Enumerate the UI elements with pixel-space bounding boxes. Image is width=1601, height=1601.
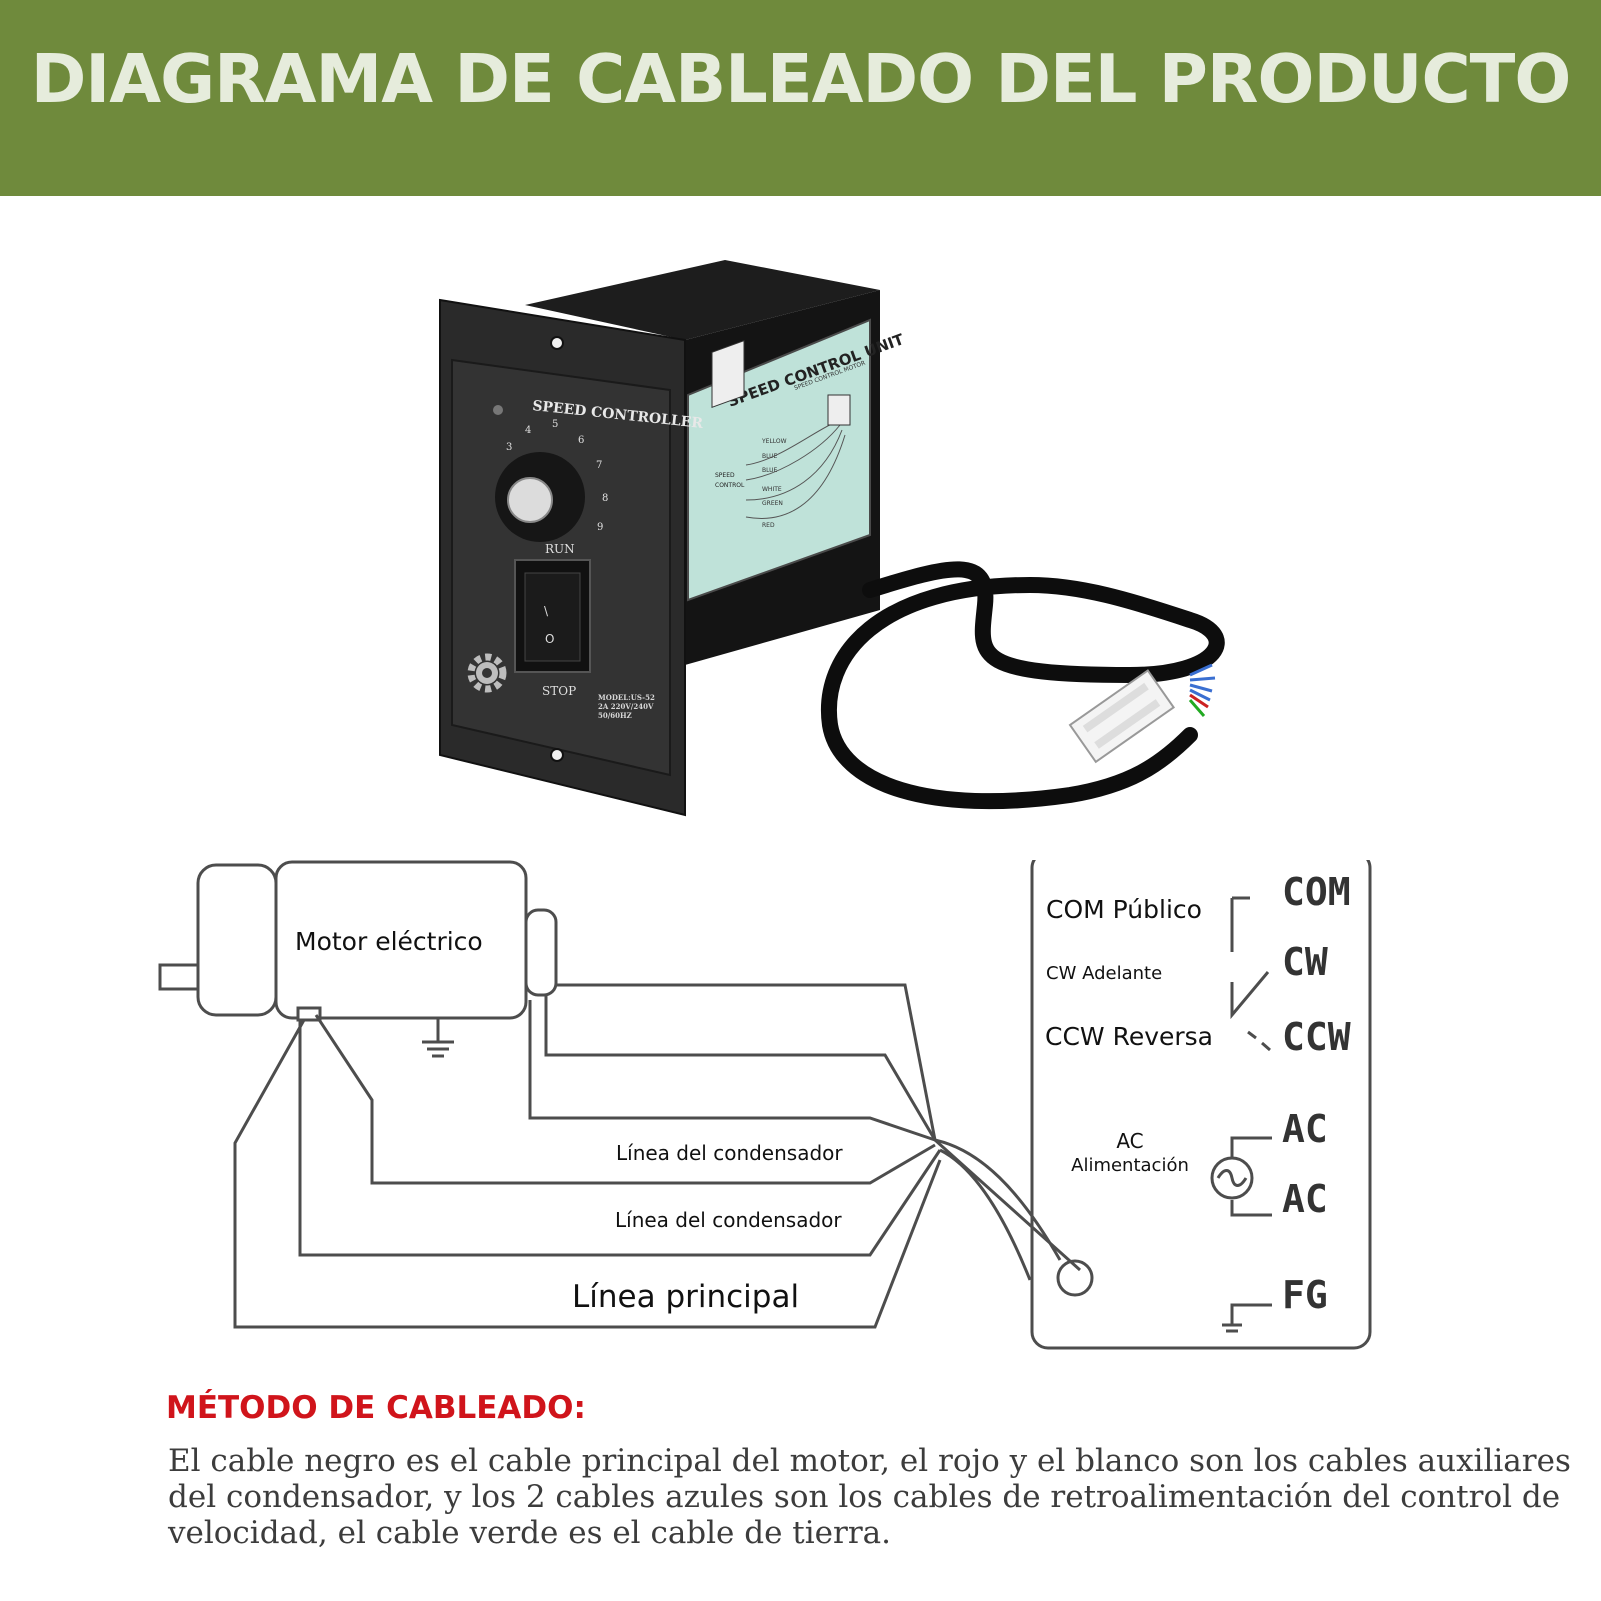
- method-description: El cable negro es el cable principal del…: [168, 1443, 1571, 1551]
- run-label: RUN: [545, 542, 575, 556]
- header-banner: DIAGRAMA DE CABLEADO DEL PRODUCTO: [0, 0, 1601, 196]
- motor-terminal-block: [296, 1006, 322, 1022]
- wire-line: [233, 1019, 942, 1329]
- speed-controller-photo: SPEED CONTROL UNIT SPEED CONTROL MOTOR S…: [439, 260, 1225, 817]
- page-title: DIAGRAMA DE CABLEADO DEL PRODUCTO: [30, 40, 1572, 118]
- motor-shaft: [158, 963, 200, 991]
- wire-bundle: [939, 1148, 1032, 1281]
- wire-green: [1188, 699, 1206, 717]
- dial-number: 5: [552, 419, 558, 430]
- motor-rear-cap: [524, 908, 558, 997]
- gear-icon: [467, 653, 507, 693]
- wire-bundle: [934, 1138, 1062, 1261]
- side-wire-lines: [745, 419, 846, 519]
- terminal-ac: AC: [1282, 1177, 1328, 1221]
- dial-number: 7: [596, 460, 602, 471]
- dial-number: 8: [602, 493, 608, 504]
- terminal-cw: CW: [1282, 940, 1328, 984]
- model-line: 2A 220V/240V: [598, 702, 654, 711]
- com-label: COM Público: [1046, 895, 1202, 924]
- model-line: MODEL:US-52: [598, 693, 655, 702]
- model-line: 50/60HZ: [598, 711, 632, 720]
- side-wire-label: GREEN: [762, 500, 783, 507]
- wire-red: [1189, 693, 1209, 709]
- switch-contact: [1247, 1030, 1271, 1052]
- terminal-panel: [1030, 860, 1372, 1350]
- ac-source-wave: [1216, 1169, 1248, 1187]
- cw-label: CW Adelante: [1046, 963, 1162, 984]
- speed-dial-knob[interactable]: [507, 477, 553, 523]
- power-switch[interactable]: [524, 572, 581, 662]
- controller-cable: [820, 561, 1225, 810]
- power-label: Alimentación: [1071, 1155, 1189, 1176]
- side-box-label-2: CONTROL: [715, 482, 745, 489]
- side-wire-labels: YELLOW BLUE BLUE WHITE GREEN RED: [761, 438, 787, 529]
- side-box-label-1: SPEED: [715, 472, 735, 479]
- side-box: [711, 340, 745, 409]
- side-wire-label: BLUE: [762, 467, 778, 474]
- switch-on-mark: \: [544, 604, 549, 618]
- switch-off-mark: O: [545, 632, 554, 646]
- dial-number: 4: [525, 425, 531, 436]
- mount-hole-bottom: [550, 748, 564, 762]
- wire-ends: [1189, 663, 1216, 702]
- indicator-led: [493, 405, 503, 415]
- dial-number: 6: [578, 435, 584, 446]
- dial-number: 9: [597, 522, 603, 533]
- motor-end-cap: [196, 863, 278, 1017]
- wire-line: [298, 1020, 942, 1257]
- terminal-ac: AC: [1282, 1107, 1328, 1151]
- wire-line: [544, 995, 937, 1141]
- method-heading: MÉTODO DE CABLEADO:: [166, 1390, 586, 1426]
- terminal-com: COM: [1282, 870, 1351, 914]
- dial-numbers: 3 4 5 6 7 8 9: [506, 419, 608, 533]
- ac-label: AC: [1116, 1129, 1143, 1153]
- motor-label: Motor eléctrico: [295, 927, 483, 956]
- main-line-label: Línea principal: [572, 1279, 799, 1315]
- wire-line: [314, 1014, 936, 1185]
- side-wire-label: WHITE: [762, 486, 782, 493]
- ccw-label: CCW Reversa: [1045, 1022, 1213, 1051]
- terminal-fg: FG: [1282, 1273, 1328, 1317]
- cable-connector: [1068, 669, 1176, 764]
- capacitor-line-label-1: Línea del condensador: [616, 1141, 843, 1165]
- side-wire-label: BLUE: [762, 453, 778, 460]
- dial-number: 3: [506, 442, 512, 453]
- model-info: MODEL:US-52 2A 220V/240V 50/60HZ: [598, 693, 655, 720]
- fg-line: [1230, 1303, 1272, 1325]
- wiring-diagram: Motor eléctrico Línea del condensador Lí…: [158, 860, 1372, 1350]
- switch-line: [1230, 896, 1270, 1020]
- wire-line: [528, 1000, 936, 1142]
- stop-label: STOP: [542, 684, 576, 698]
- controller-body-top: [525, 260, 880, 340]
- mount-hole-top: [550, 336, 564, 350]
- side-wire-label: YELLOW: [761, 438, 787, 445]
- ac-line: [1230, 1136, 1272, 1217]
- wire-loop: [1056, 1259, 1094, 1297]
- capacitor-line-label-2: Línea del condensador: [615, 1208, 842, 1232]
- side-motor-box: [827, 394, 851, 426]
- side-wire-label: RED: [762, 522, 775, 529]
- wire-line: [555, 983, 1082, 1272]
- terminal-ccw: CCW: [1282, 1015, 1351, 1059]
